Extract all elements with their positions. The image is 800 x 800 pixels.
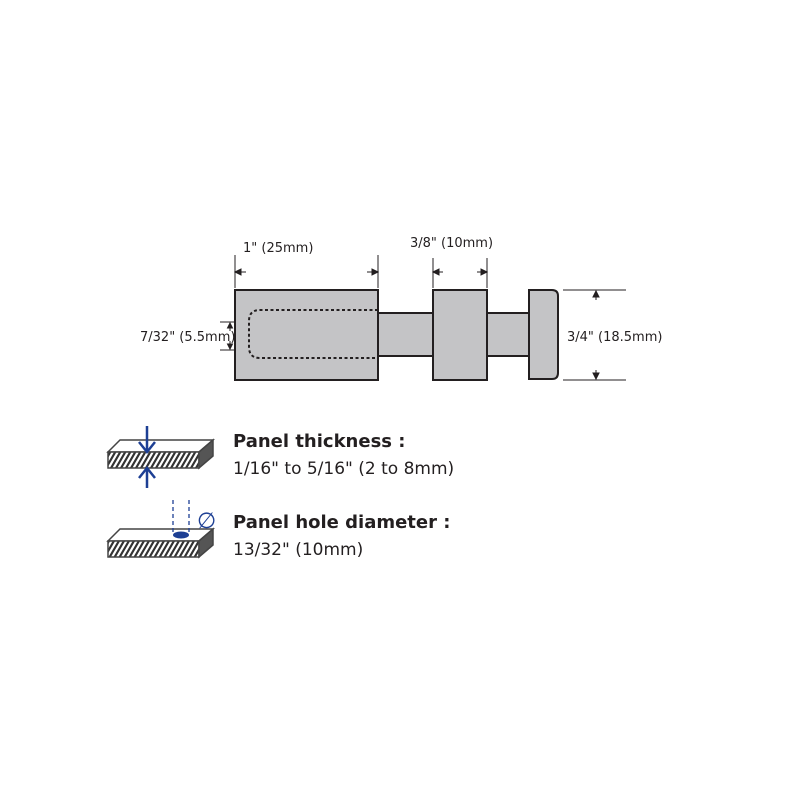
dim-hole-diameter: 7/32" (5.5mm) [140, 330, 235, 345]
spec-title-hole: Panel hole diameter : [233, 512, 450, 533]
collar [432, 289, 488, 381]
head [528, 289, 559, 380]
spec-value-thickness: 1/16" to 5/16" (2 to 8mm) [233, 459, 454, 479]
panel-hole-icon: ∅ [106, 500, 216, 559]
internal-hole-dotted [248, 309, 378, 359]
receptacle-body [377, 312, 434, 357]
dim-head-height: 3/4" (18.5mm) [567, 330, 662, 345]
panel-thickness-icon [106, 426, 216, 488]
fastener-part [234, 289, 559, 381]
spec-value-hole: 13/32" (10mm) [233, 540, 363, 560]
shaft-rear [486, 312, 530, 357]
dim-collar-width: 3/8" (10mm) [410, 236, 493, 251]
spec-title-thickness: Panel thickness : [233, 431, 405, 452]
receptacle-sleeve [234, 289, 379, 381]
dimension-lines [220, 255, 626, 381]
dim-body-length: 1" (25mm) [243, 241, 313, 256]
diameter-symbol: ∅ [197, 509, 216, 534]
